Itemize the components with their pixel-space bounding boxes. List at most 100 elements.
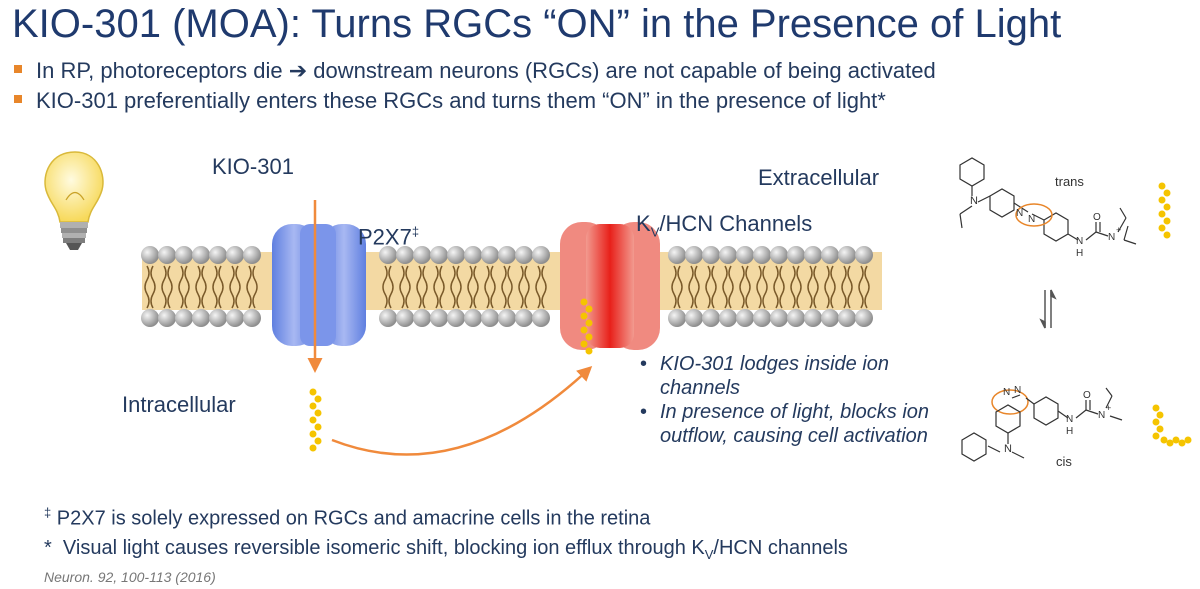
lipid-head (158, 309, 176, 327)
molecule-bead (585, 347, 593, 355)
lipid-tail (524, 265, 530, 309)
lipid-head (855, 309, 873, 327)
lipid-tail (841, 265, 847, 309)
kio-301-label: KIO-301 (212, 154, 294, 179)
note-item: •KIO-301 lodges inside ion channels (640, 353, 890, 399)
lipid-tail (518, 265, 524, 309)
lipid-tail (416, 265, 422, 309)
lipid-head (192, 309, 210, 327)
lipid-head (719, 246, 737, 264)
lipid-head (447, 246, 465, 264)
lipid-head (685, 309, 703, 327)
lipid-tail (218, 265, 224, 309)
bullet-text: KIO-301 preferentially enters these RGCs… (36, 88, 886, 113)
kv-label-sub: V (650, 224, 660, 240)
lipid-head (192, 246, 210, 264)
citation: Neuron. 92, 100-113 (2016) (44, 569, 216, 585)
lipid-tail (796, 265, 802, 309)
lipid-head (838, 309, 856, 327)
molecule-bead (1178, 439, 1186, 447)
lipid-head (838, 246, 856, 264)
molecule-bead (1184, 436, 1192, 444)
lipid-head (770, 309, 788, 327)
lipid-head (430, 246, 448, 264)
lipid-head (498, 246, 516, 264)
note-text: In presence of light, blocks ion outflow… (660, 401, 930, 447)
molecule-bead (314, 423, 322, 431)
lipid-head (175, 309, 193, 327)
molecule-bead (1152, 432, 1160, 440)
lipid-tail (858, 265, 864, 309)
lipid-head (413, 246, 431, 264)
molecule-bead (1163, 231, 1171, 239)
molecule-bead (309, 416, 317, 424)
lipid-tail (739, 265, 745, 309)
lipid-head (770, 246, 788, 264)
transfer-arrow (331, 365, 593, 456)
lipid-tail (167, 265, 173, 309)
molecule-bead (1158, 196, 1166, 204)
lipid-head (158, 246, 176, 264)
lipid-bilayer (141, 246, 873, 327)
lipid-head (753, 246, 771, 264)
molecule-bead (1163, 203, 1171, 211)
lipid-head (821, 246, 839, 264)
atom-label: + (1106, 403, 1111, 413)
atom-label: N (1003, 387, 1010, 398)
lipid-tail (388, 265, 394, 309)
lipid-head (498, 309, 516, 327)
lipid-tail (694, 265, 700, 309)
intracellular-label: Intracellular (122, 392, 236, 417)
molecule-bead (314, 409, 322, 417)
lipid-tail (728, 265, 734, 309)
trans-label: trans (1055, 174, 1084, 189)
lipid-head (532, 246, 550, 264)
lipid-head (481, 246, 499, 264)
mechanism-notes: •KIO-301 lodges inside ion channels •In … (640, 352, 950, 448)
lipid-head (226, 246, 244, 264)
lipid-tail (756, 265, 762, 309)
footnote-star: * Visual light causes reversible isomeri… (44, 537, 848, 562)
molecule-bead (1156, 411, 1164, 419)
lipid-tail (467, 265, 473, 309)
lipid-tail (824, 265, 830, 309)
molecule-bead (1152, 418, 1160, 426)
light-bulb-icon (44, 151, 104, 250)
lipid-head (787, 246, 805, 264)
footnote-star-text: Visual light causes reversible isomeric … (62, 537, 705, 559)
lipid-head (532, 309, 550, 327)
molecule-bead (309, 388, 317, 396)
footnote-star-mark: * (44, 537, 52, 559)
lipid-tail (671, 265, 677, 309)
lipid-tail (484, 265, 490, 309)
p2x7-label-text: P2X7 (358, 224, 412, 250)
bullet-list: In RP, photoreceptors die ➔ downstream n… (14, 56, 936, 116)
molecule-bead (314, 437, 322, 445)
lipid-head (855, 246, 873, 264)
molecule-bead (1172, 436, 1180, 444)
lipid-head (141, 309, 159, 327)
bullet-text: In RP, photoreceptors die ➔ downstream n… (36, 58, 936, 83)
lipid-head (787, 309, 805, 327)
molecule-bead (1152, 404, 1160, 412)
lipid-head (685, 246, 703, 264)
lipid-tail (779, 265, 785, 309)
lipid-tail (813, 265, 819, 309)
lipid-head (243, 309, 261, 327)
bullet-item: KIO-301 preferentially enters these RGCs… (14, 86, 936, 116)
lipid-head (804, 246, 822, 264)
lipid-tail (807, 265, 813, 309)
lipid-head (736, 246, 754, 264)
kv-label-rest: /HCN Channels (659, 211, 813, 236)
atom-label: N (1004, 443, 1012, 455)
lipid-tail (178, 265, 184, 309)
lipid-tail (762, 265, 768, 309)
atom-label: N (1098, 410, 1105, 421)
atom-label: N (1076, 236, 1083, 247)
lipid-head (702, 309, 720, 327)
lipid-head (668, 309, 686, 327)
molecule-bead (1158, 182, 1166, 190)
lipid-tail (830, 265, 836, 309)
kv-label-k: K (636, 211, 651, 236)
atom-label: H (1066, 426, 1073, 437)
